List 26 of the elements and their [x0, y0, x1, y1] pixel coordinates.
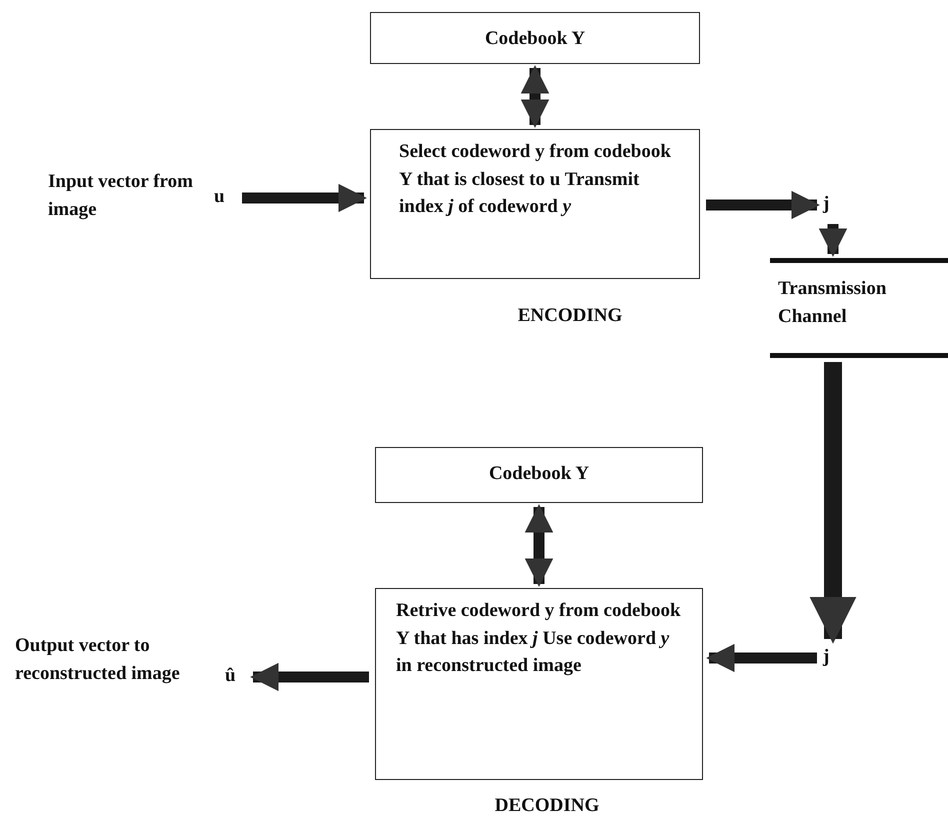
node-caption: Input vector from image [48, 170, 194, 222]
process-box [370, 129, 700, 279]
channel-band [770, 258, 948, 358]
node-label: j [823, 192, 830, 216]
arrow [242, 184, 367, 212]
arrow [524, 504, 554, 587]
node-caption: Output vector to reconstructed image [15, 634, 181, 686]
box-text: Codebook Y [484, 27, 586, 51]
process-box [375, 447, 703, 503]
arrow [706, 190, 820, 220]
arrow [250, 662, 369, 692]
section-caption: DECODING [494, 794, 600, 818]
box-text: Select codeword y from codebook Y that is closest to u Transmit index j of codeword y [399, 140, 672, 220]
box-text: Codebook Y [488, 462, 590, 486]
process-box [370, 12, 700, 64]
node-label: u [214, 185, 226, 209]
arrow [818, 224, 848, 257]
section-caption: ENCODING [516, 304, 624, 328]
box-text: Retrive codeword y from codebook Y that has index j Use codeword y in reconstructed image [396, 599, 682, 678]
arrow [810, 362, 856, 644]
node-label: j [823, 645, 830, 669]
box-text: Transmission Channel [778, 277, 888, 329]
node-label: û [225, 664, 237, 688]
arrow [520, 65, 550, 128]
arrow [706, 644, 817, 672]
process-box [375, 588, 703, 780]
